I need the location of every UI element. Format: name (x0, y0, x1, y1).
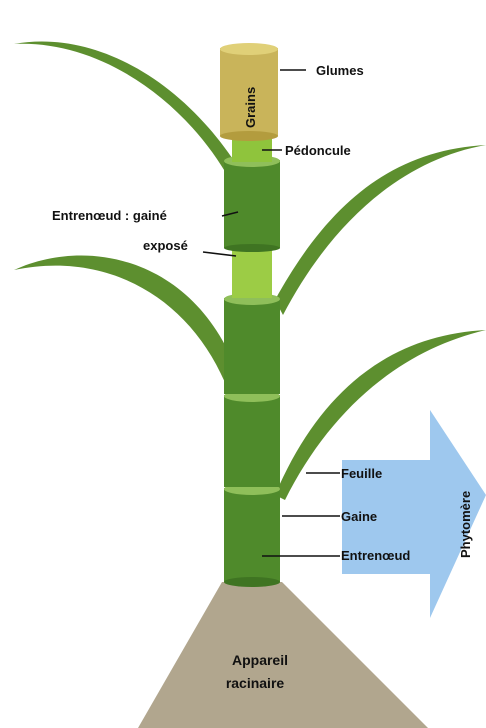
entrenoeud-gaine-label: Entrenœud : gainé (52, 208, 167, 223)
entrenoeud-label: Entrenœud (341, 548, 410, 563)
internode-bottom-end (224, 577, 280, 587)
leaf-mid-left (14, 255, 240, 395)
phytomere-label: Phytomère (458, 491, 473, 558)
expose-leader (203, 252, 236, 256)
internode-lower-middle (224, 395, 280, 487)
leaf-top-right (275, 145, 486, 315)
glumes-label: Glumes (316, 63, 364, 78)
internode-upper-middle (224, 298, 280, 394)
grains-label: Grains (243, 87, 258, 128)
appareil-label: Appareil (232, 652, 288, 668)
internode-top (224, 160, 280, 248)
gaine-label: Gaine (341, 509, 377, 524)
pedoncule-label: Pédoncule (285, 143, 351, 158)
feuille-label: Feuille (341, 466, 382, 481)
grain-head-top (220, 43, 278, 55)
grain-head-bottom (220, 131, 278, 141)
exposed-internode (232, 246, 272, 298)
expose-label: exposé (143, 238, 188, 253)
racinaire-label: racinaire (226, 675, 285, 691)
leaf-top-left (14, 41, 240, 180)
internode-bottom (224, 488, 280, 582)
internode-top-end (224, 244, 280, 252)
